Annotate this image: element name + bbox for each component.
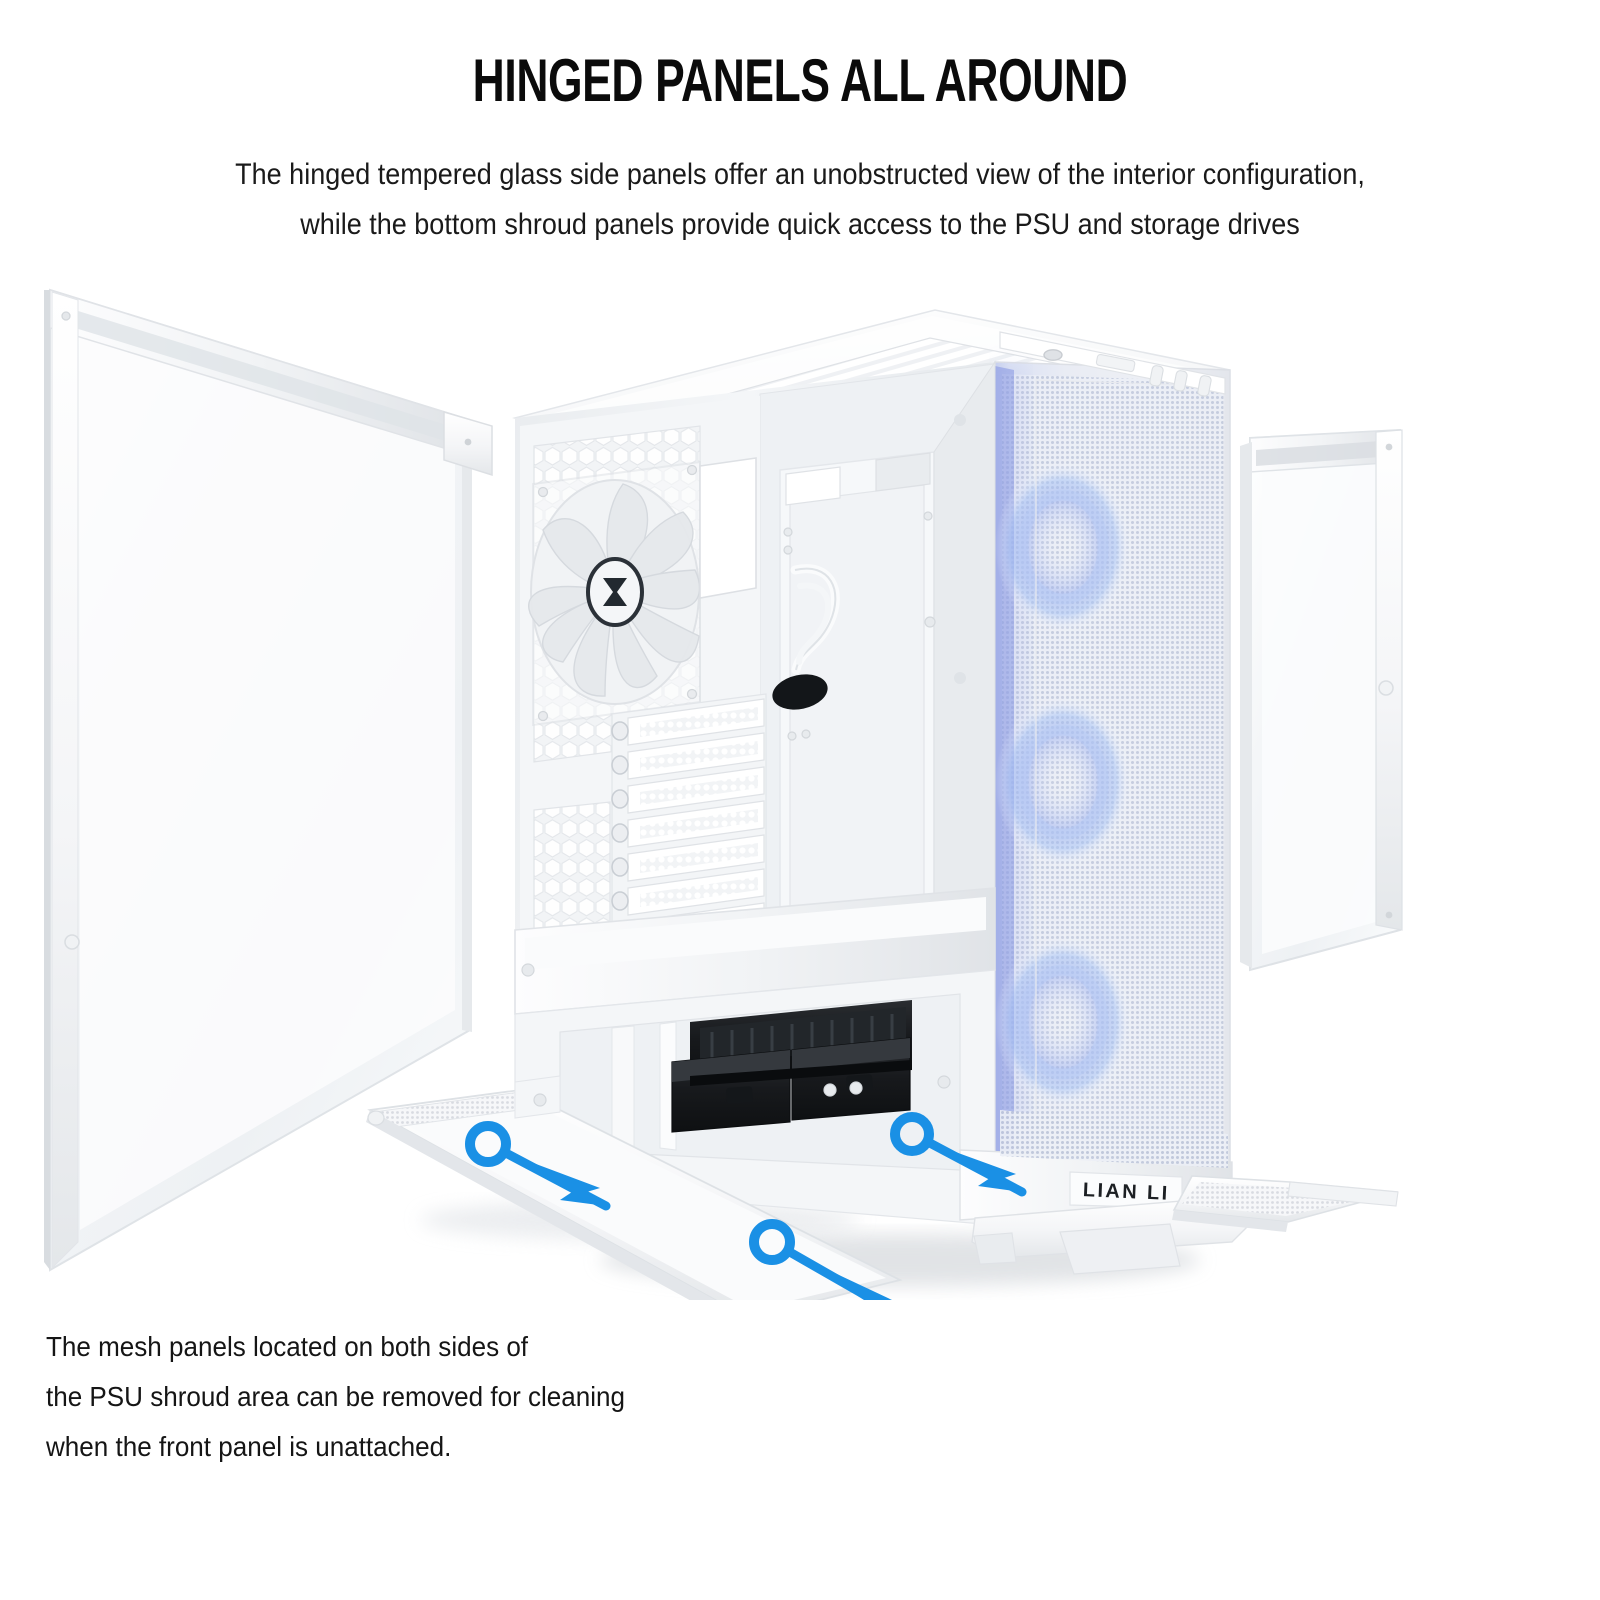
brand-badge-label: LIAN LI — [1082, 1179, 1170, 1205]
caption-line-2: the PSU shroud area can be removed for c… — [46, 1381, 626, 1412]
cable-bundle — [772, 564, 840, 710]
front-bottom-mesh — [1000, 1110, 1228, 1168]
panel-screw-icon — [1385, 443, 1393, 451]
usb-port-icon[interactable] — [1149, 365, 1164, 387]
caption-line-3: when the front panel is unattached. — [46, 1431, 452, 1462]
caption-line-1: The mesh panels located on both sides of — [46, 1331, 529, 1362]
argb-fan-glow — [995, 461, 1131, 1108]
chassis-screw-icon — [521, 616, 951, 1107]
rear-exhaust-fan — [528, 460, 701, 727]
shroud-hinge-icon — [367, 1110, 385, 1126]
bottom-caption: The mesh panels located on both sides of… — [46, 1322, 697, 1472]
rear-io-cutout — [699, 457, 757, 599]
case-foot — [973, 1232, 1017, 1265]
cable-connector — [772, 674, 828, 710]
panel-pin-icon — [64, 934, 80, 950]
callout-right-shroud — [749, 1219, 892, 1300]
drive-bay-trays[interactable] — [671, 1000, 912, 1133]
subtitle: The hinged tempered glass side panels of… — [215, 150, 1385, 250]
fan-screw-icon — [686, 464, 698, 476]
power-button-icon[interactable] — [1043, 349, 1063, 361]
product-photo: LIAN LI — [0, 270, 1600, 1300]
panel-screw-icon — [61, 311, 71, 321]
audio-jack-icon[interactable] — [1197, 375, 1212, 397]
page-title: HINGED PANELS ALL AROUND — [472, 47, 1128, 114]
right-glass-panel[interactable] — [1240, 428, 1403, 972]
usb-port-icon[interactable] — [1173, 370, 1188, 392]
fan-screw-icon — [537, 486, 549, 498]
callout-left-shroud — [465, 1121, 611, 1211]
drive-tray-latch[interactable] — [726, 1086, 753, 1104]
usb-port-icon[interactable] — [1095, 353, 1136, 373]
panel-pin-icon — [1378, 680, 1394, 696]
subtitle-line-1: The hinged tempered glass side panels of… — [235, 158, 1365, 191]
subtitle-line-2: while the bottom shroud panels provide q… — [300, 208, 1300, 241]
top-io-panel[interactable] — [999, 331, 1226, 397]
bottom-right-shroud-panel[interactable] — [1172, 1175, 1399, 1232]
case-foot — [1059, 1223, 1181, 1275]
fan-hub-logo-icon — [603, 578, 627, 606]
panel-screw-icon — [1385, 911, 1393, 919]
hinge-screw-icon — [464, 438, 472, 446]
case-feet — [971, 1195, 1251, 1275]
fan-screw-icon — [537, 710, 549, 722]
fan-screw-icon — [686, 688, 698, 700]
left-glass-panel[interactable] — [44, 288, 493, 1272]
callout-front-bottom — [890, 1112, 1027, 1197]
standoff-screw-icon — [783, 511, 933, 915]
pc-case-illustration: LIAN LI — [44, 288, 1403, 1300]
